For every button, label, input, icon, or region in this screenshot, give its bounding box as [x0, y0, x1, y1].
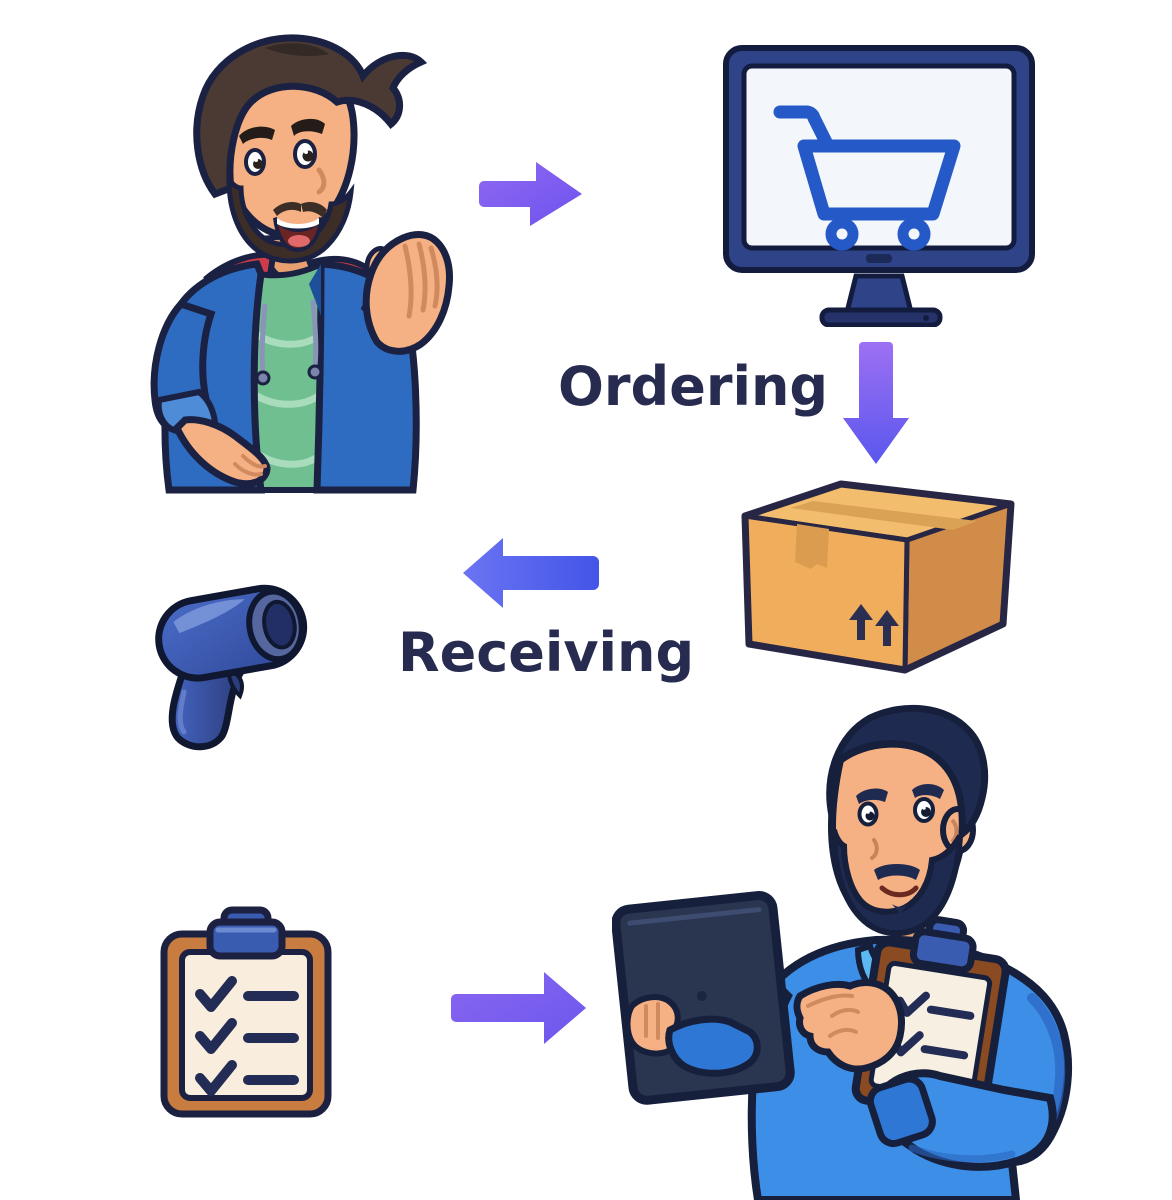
package-box-icon: [741, 480, 1015, 674]
receiving-label: Receiving: [398, 621, 695, 684]
right-arrow-bottom-icon: [451, 972, 586, 1044]
ordering-label: Ordering: [558, 355, 829, 418]
fragile-up-arrows-icon: [849, 604, 899, 646]
barcode-scanner-icon: [155, 584, 308, 751]
left-arrow-icon: [463, 538, 599, 608]
checklist-clipboard-icon: [160, 906, 332, 1118]
worker-illustration: [612, 704, 1073, 1200]
shopping-cart-icon: [773, 105, 961, 251]
down-arrow-icon: [843, 342, 909, 464]
right-arrow-top-icon: [479, 162, 582, 226]
checklist-rows: [195, 976, 299, 1096]
monitor-icon: [723, 45, 1035, 327]
customer-illustration: [150, 34, 453, 494]
